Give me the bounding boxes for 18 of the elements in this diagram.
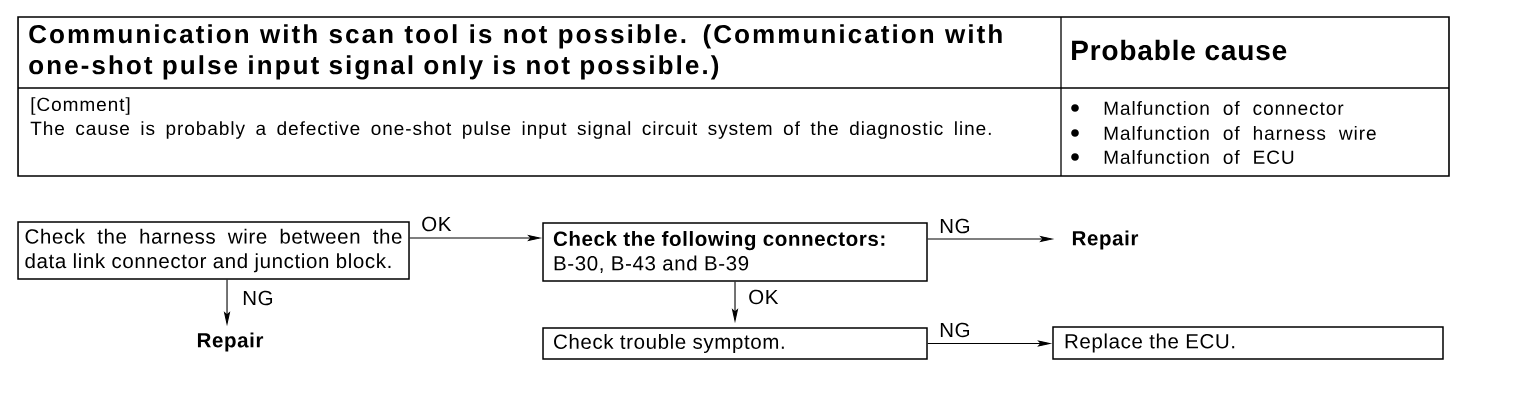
comment-heading: [Comment] — [31, 97, 130, 115]
column-heading: Probable cause — [1072, 39, 1287, 61]
edge-label: OK — [747, 288, 780, 306]
cause-item: Malfunction of connector — [1104, 101, 1344, 115]
process-box: Check the following connectors: B-30, B-43 and B-39 — [542, 222, 928, 282]
edge-label: NG — [241, 289, 275, 307]
comment-text: The cause is probably a defective one-shot pulse input signal circuit system of the diagnostic line. — [30, 121, 991, 139]
outcome-label: Repair — [197, 332, 264, 352]
edge-label: NG — [938, 321, 972, 339]
process-box: Check trouble symptom. — [542, 327, 928, 360]
process-box: Replace the ECU. — [1052, 326, 1444, 360]
edge-label: OK — [420, 215, 453, 233]
table-heading: Communication with scan tool is not possible. (Communication with one-shot pulse input signal only is not possible.) — [29, 24, 1002, 80]
outcome-label: Repair — [1072, 230, 1139, 250]
cause-item: Malfunction of harness wire — [1104, 126, 1376, 140]
cause-item: Malfunction of ECU — [1104, 150, 1294, 164]
process-box: Check the harness wire between the data link connector and junction block. — [17, 221, 410, 280]
edge-label: NG — [938, 217, 972, 235]
